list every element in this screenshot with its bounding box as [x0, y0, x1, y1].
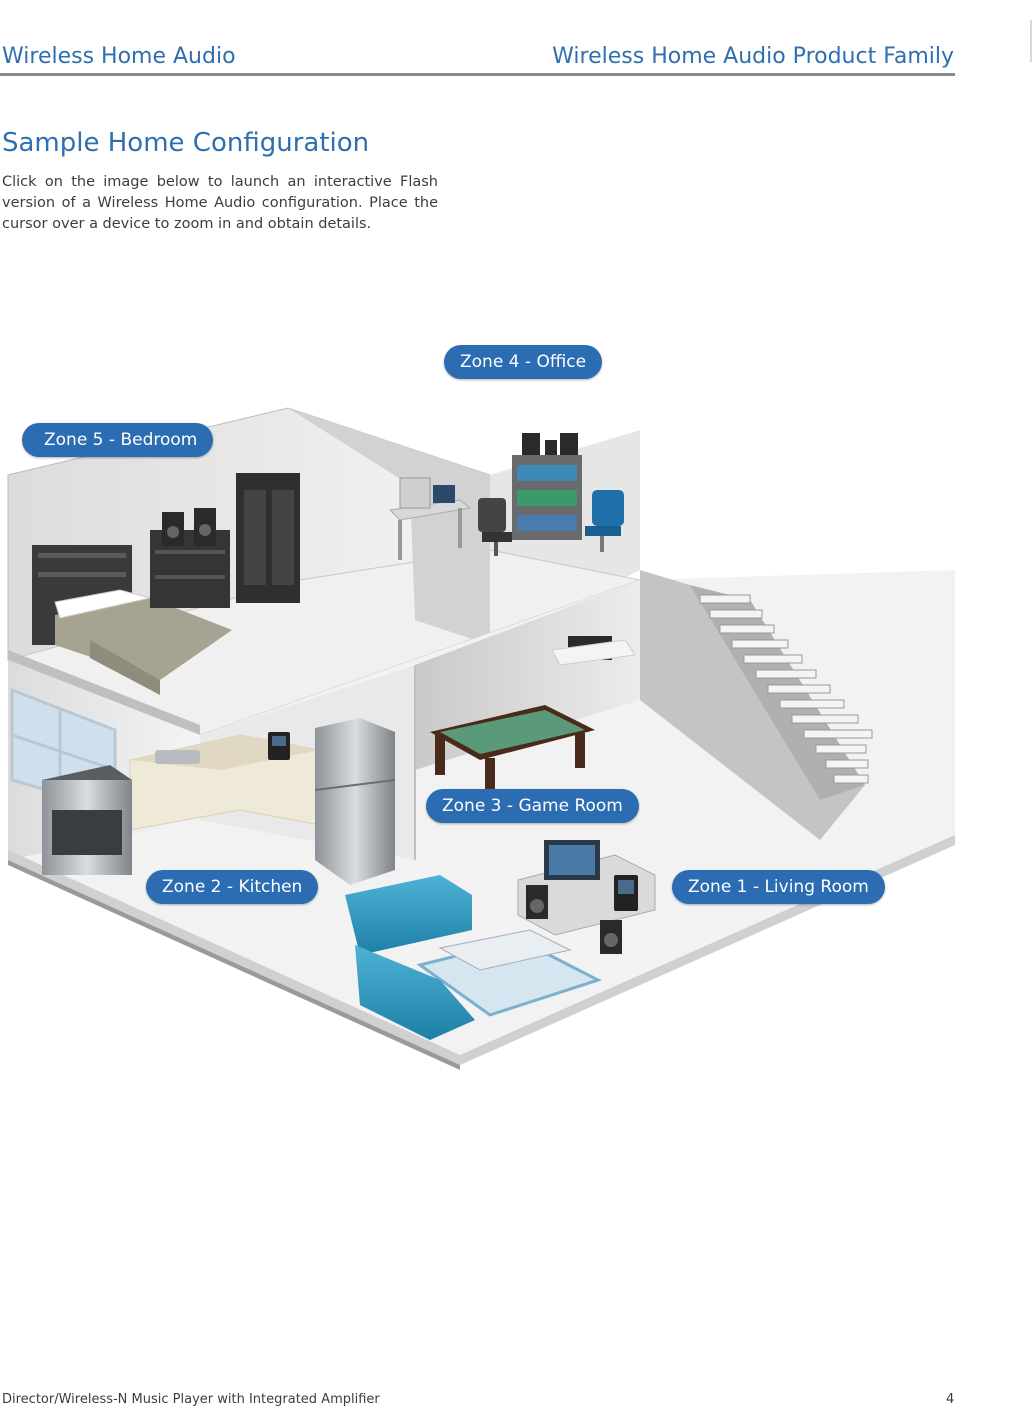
header-chapter-title: Wireless Home Audio Product Family: [552, 44, 954, 69]
page-title: Sample Home Configuration: [2, 128, 370, 158]
living-room-furniture: [345, 840, 656, 1040]
zone-1-living-room-label[interactable]: Zone 1 - Living Room: [672, 870, 885, 904]
page-number: 4: [946, 1392, 955, 1407]
staircase: [640, 570, 873, 840]
zone-2-kitchen-label[interactable]: Zone 2 - Kitchen: [146, 870, 319, 904]
intro-paragraph: Click on the image below to launch an in…: [2, 174, 438, 232]
page-edge-mark: [1030, 20, 1032, 62]
header-section-title: Wireless Home Audio: [2, 44, 236, 69]
header-rule: [0, 73, 955, 76]
game-room-furniture: [430, 636, 636, 798]
bedroom-furniture: [32, 473, 300, 695]
zone-5-bedroom-label[interactable]: Zone 5 - Bedroom: [22, 423, 214, 457]
office-furniture: [388, 433, 624, 560]
kitchen-appliances: [42, 718, 396, 885]
zone-4-office-label[interactable]: Zone 4 - Office: [444, 345, 603, 379]
zone-3-game-room-label[interactable]: Zone 3 - Game Room: [426, 789, 639, 823]
footer-product-name: Director/Wireless-N Music Player with In…: [2, 1392, 380, 1407]
